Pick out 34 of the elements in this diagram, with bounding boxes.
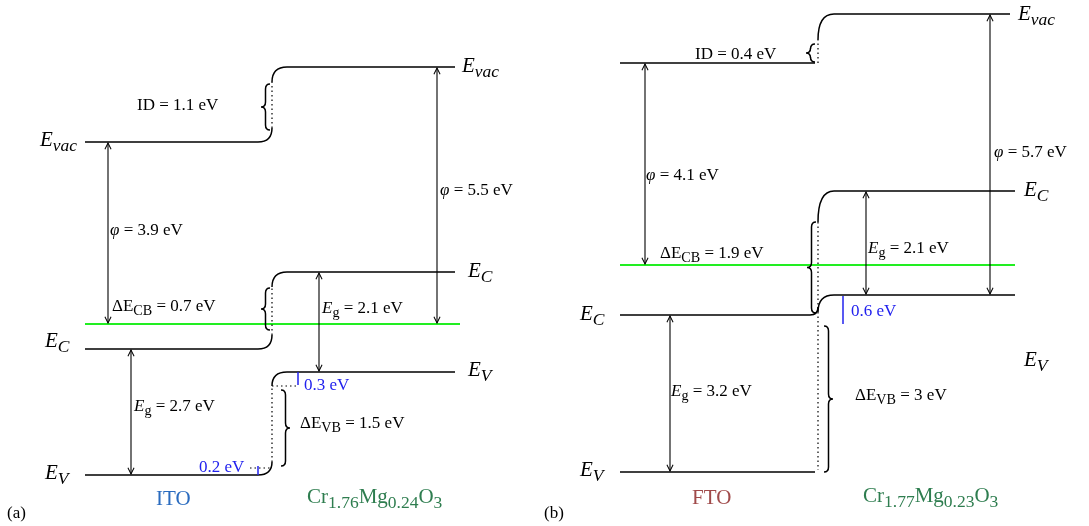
measure-label: E$_{g}$ = 3.2 eV (671, 382, 752, 404)
offset-label: 0.6 eV (851, 301, 897, 321)
level-label: E$_{V}$ (1024, 348, 1048, 376)
measure-label: φ = 4.1 eV (646, 165, 719, 185)
panel-label: (a) (7, 503, 26, 523)
material-label: ITO (156, 487, 191, 511)
offset-label: 0.2 eV (199, 457, 245, 477)
level-label: E$_{vac}$ (40, 128, 78, 156)
measure-label: E$_{g}$ = 2.1 eV (322, 299, 403, 321)
panel-label: (b) (544, 503, 564, 523)
measure-label: ΔE$_{CB}$ = 1.9 eV (660, 244, 764, 266)
level-label: E$_{V}$ (45, 461, 69, 489)
level-label: E$_{C}$ (1024, 178, 1049, 206)
measure-label: φ = 5.5 eV (440, 180, 513, 200)
level-label: E$_{V}$ (580, 458, 604, 486)
offset-label: 0.3 eV (304, 375, 350, 395)
level-label: E$_{C}$ (468, 259, 493, 287)
material-label: FTO (692, 486, 732, 510)
measure-label: ID = 1.1 eV (137, 95, 219, 115)
level-label: E$_{vac}$ (1018, 2, 1056, 30)
measure-label: E$_{g}$ = 2.1 eV (868, 239, 949, 261)
level-label: E$_{C}$ (580, 302, 605, 330)
measure-label: φ = 5.7 eV (994, 142, 1067, 162)
measure-label: ID = 0.4 eV (695, 44, 777, 64)
measure-label: φ = 3.9 eV (110, 220, 183, 240)
measure-label: ΔE$_{VB}$ = 3 eV (855, 386, 947, 408)
level-label: E$_{V}$ (468, 358, 492, 386)
material-label: Cr$_{1.76}$Mg$_{0.24}$O$_{3}$ (307, 485, 443, 513)
measure-label: ΔE$_{VB}$ = 1.5 eV (300, 414, 405, 436)
level-label: E$_{vac}$ (462, 54, 500, 82)
measure-label: ΔE$_{CB}$ = 0.7 eV (112, 297, 216, 319)
material-label: Cr$_{1.77}$Mg$_{0.23}$O$_{3}$ (863, 484, 999, 512)
measure-label: E$_{g}$ = 2.7 eV (134, 397, 215, 419)
level-label: E$_{C}$ (45, 329, 70, 357)
